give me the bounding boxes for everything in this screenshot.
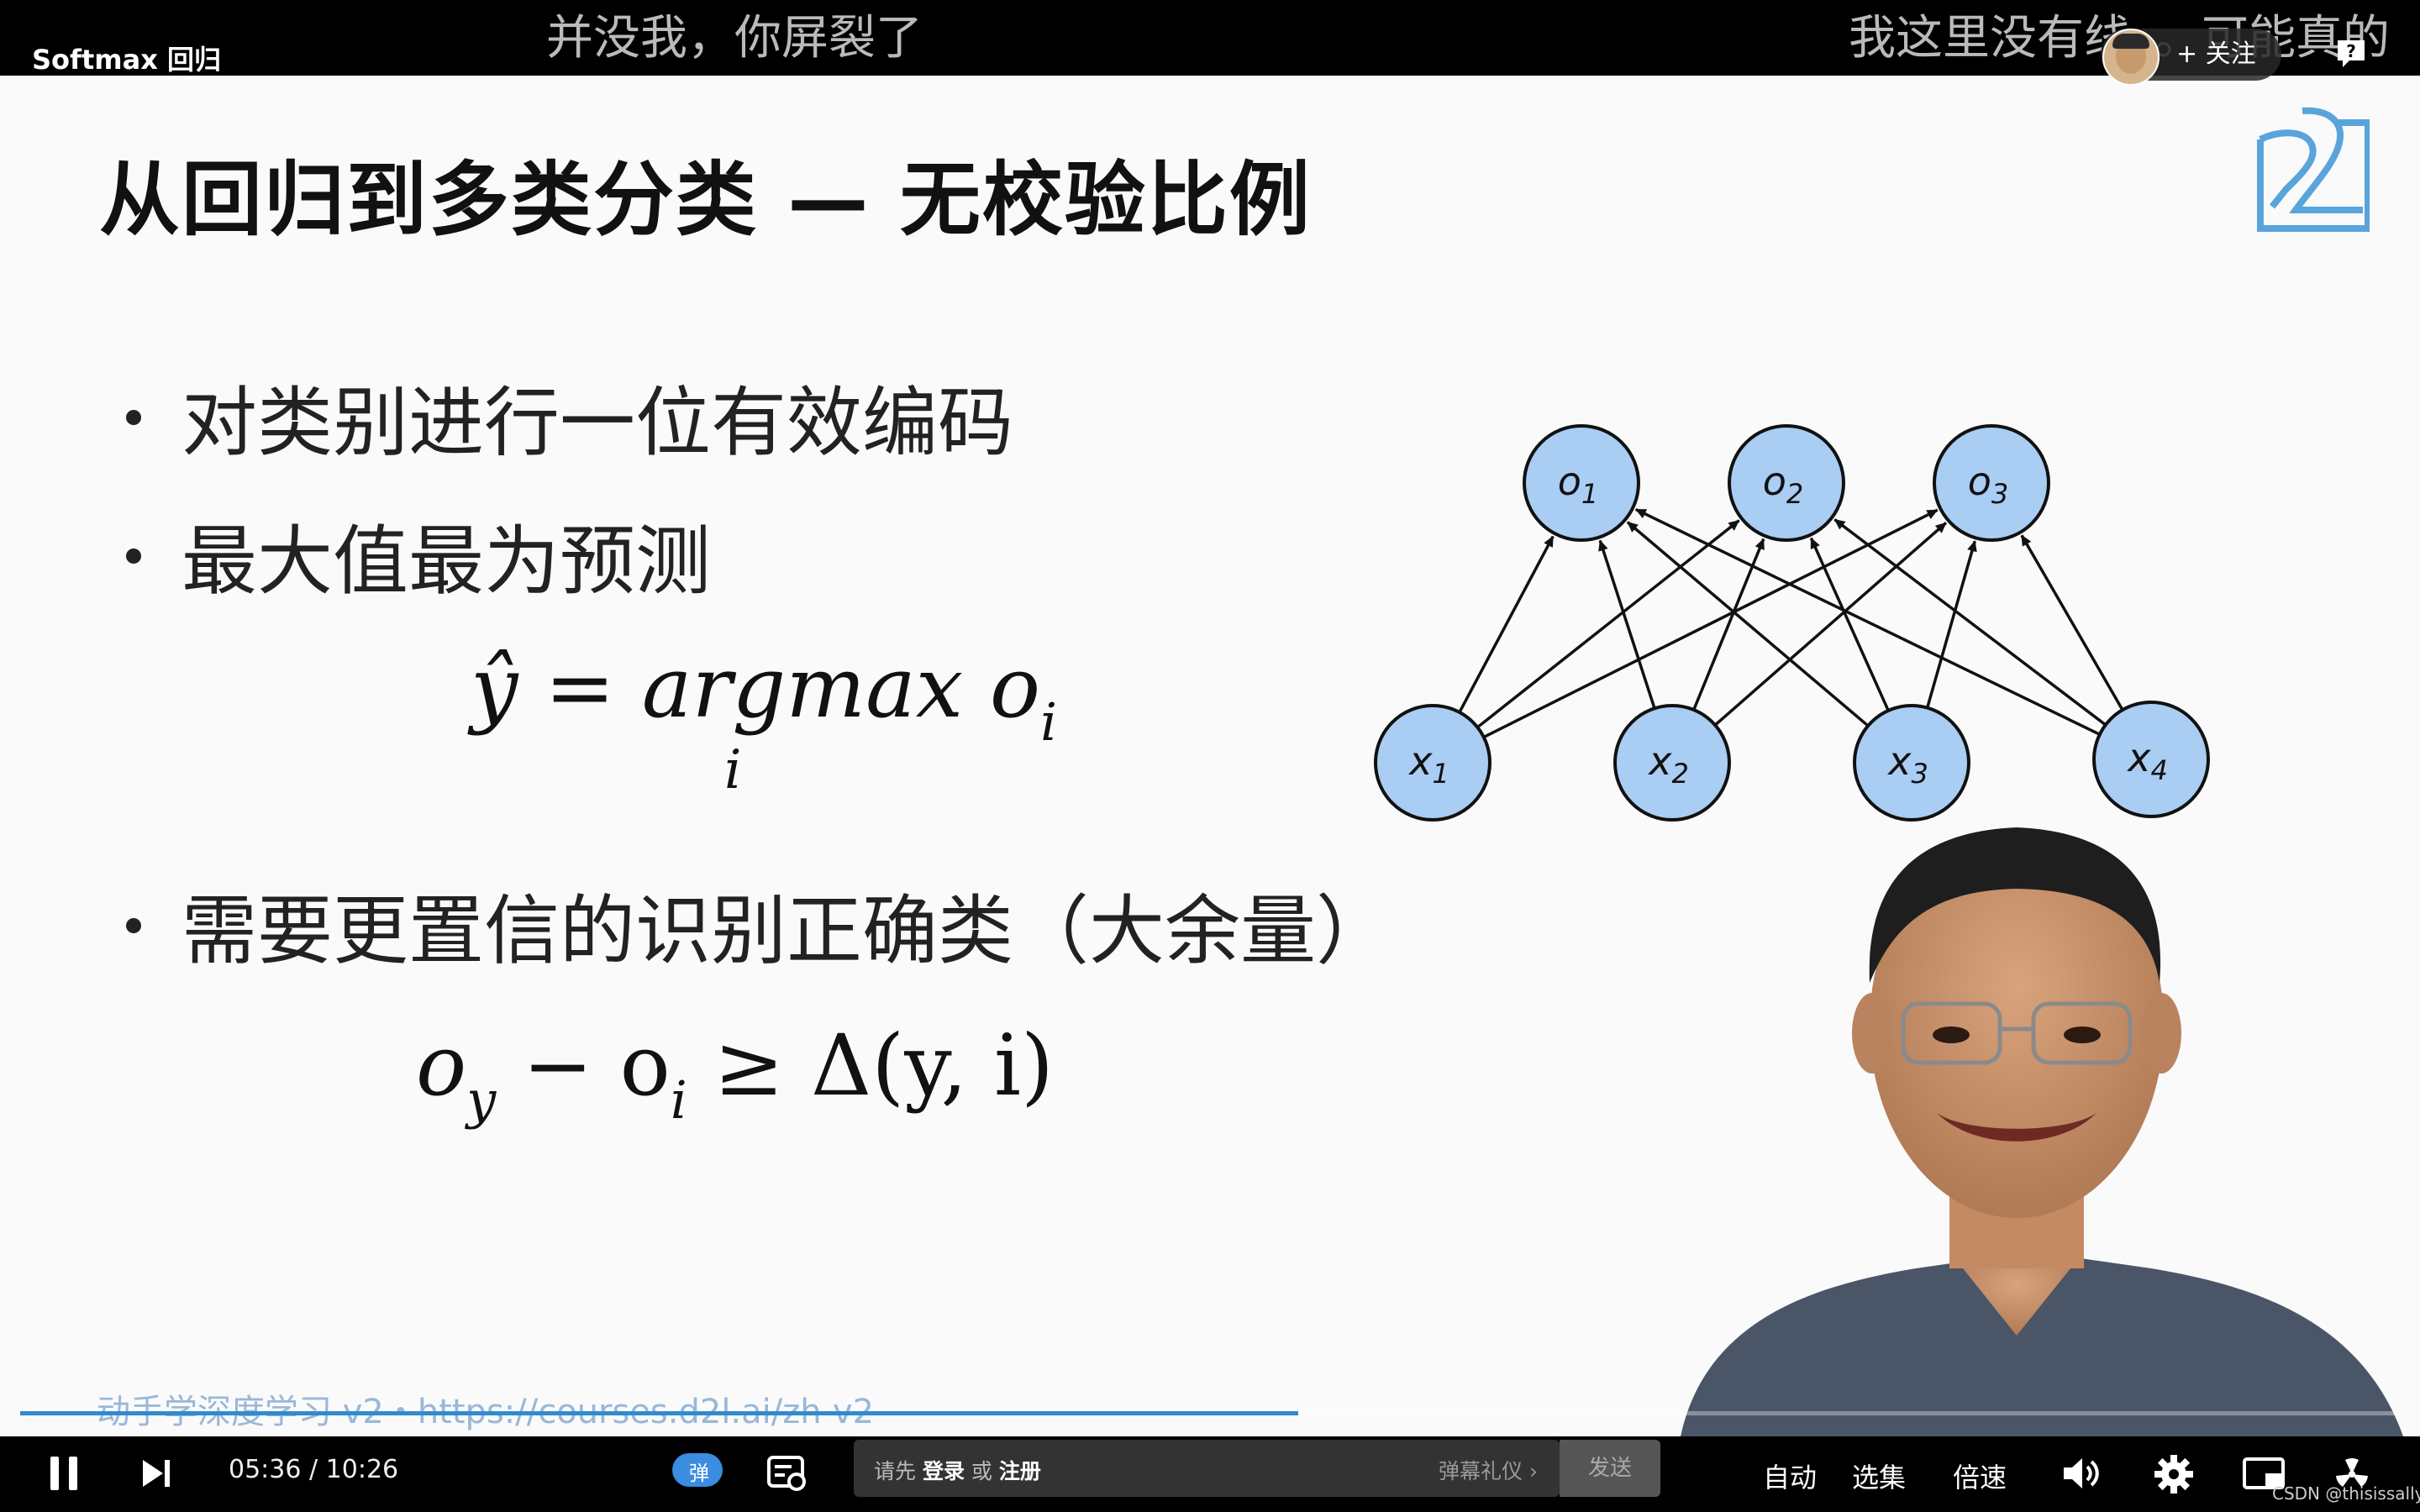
feedback-icon[interactable]: ?	[2334, 37, 2368, 71]
formula-term: o	[416, 1016, 467, 1115]
top-bar: 并没我，你屏裂了 我这里没有线。。可能真的 Softmax 回归 + 关注 ?	[0, 0, 2420, 86]
danmaku-placeholder: 请先 登录 或 注册	[874, 1455, 1041, 1485]
speed-button[interactable]: 倍速	[1953, 1462, 2007, 1494]
output-node: o3	[1933, 424, 2050, 542]
placeholder-prefix: 请先	[874, 1459, 923, 1483]
output-node: o2	[1728, 424, 1845, 542]
picture-in-picture-icon[interactable]	[2242, 1457, 2287, 1492]
d2l-logo-icon	[2257, 107, 2370, 232]
settings-gear-icon[interactable]	[2153, 1453, 2195, 1495]
login-link[interactable]: 登录	[922, 1459, 965, 1483]
follow-button[interactable]: + 关注	[2176, 39, 2256, 69]
network-edge	[1692, 538, 1765, 711]
pause-icon[interactable]	[47, 1453, 81, 1494]
placeholder-or: 或	[964, 1459, 999, 1483]
svg-text:o2: o2	[1763, 459, 1804, 510]
svg-text:o3: o3	[1968, 459, 2009, 510]
network-edge	[1626, 521, 1870, 727]
danmaku-settings-icon[interactable]	[766, 1453, 808, 1492]
network-edge	[1925, 540, 1977, 709]
formula-sub: i	[670, 1069, 687, 1131]
margin-formula: oy − oi ≥ Δ(y, i)	[416, 1016, 1055, 1131]
network-edge	[1833, 518, 2107, 727]
current-time: 05:36	[229, 1455, 302, 1484]
course-link[interactable]: 动手学深度学习 v2・https://courses.d2l.ai/zh-v2	[97, 1393, 875, 1431]
time-display: 05:36 / 10:26	[229, 1455, 398, 1484]
bullet-text: 最大值最为预测	[182, 517, 711, 606]
bullet-dot	[126, 549, 141, 564]
formula-term: − o	[496, 1016, 671, 1115]
bullet-item: 需要更置信的识别正确类（大余量）	[126, 869, 1392, 979]
send-button[interactable]: 发送	[1560, 1440, 1660, 1497]
svg-text:x3: x3	[1886, 738, 1928, 790]
network-edge	[2020, 534, 2124, 711]
formula-sub: i	[1040, 691, 1057, 753]
input-node: x2	[1613, 704, 1731, 822]
input-node: x1	[1374, 704, 1491, 822]
register-link[interactable]: 注册	[998, 1459, 1041, 1483]
volume-icon[interactable]	[2060, 1455, 2101, 1492]
network-edge	[1713, 522, 1948, 727]
next-icon[interactable]	[139, 1457, 173, 1490]
svg-text:x4: x4	[2126, 735, 2168, 786]
bullet-dot	[126, 410, 141, 426]
softmax-network-diagram: o1 o2 o3 x1 x2 x3 x4	[1374, 424, 2210, 822]
bullet-text: 对类别进行一位有效编码	[182, 379, 1013, 467]
argmax-formula: ŷ = argmax oi	[471, 638, 1057, 753]
control-bar: 05:36 / 10:26 弹 请先 登录 或 注册 弹幕礼仪 › 发送 自动 …	[0, 1436, 2420, 1512]
presenter-video	[1681, 827, 2403, 1436]
svg-text:x2: x2	[1647, 738, 1689, 790]
danmaku-toggle[interactable]: 弹	[672, 1453, 723, 1487]
network-edge	[1483, 508, 1939, 739]
progress-fill[interactable]	[20, 1411, 1298, 1415]
formula-main: ŷ = argmax o	[471, 638, 1041, 737]
fullscreen-icon[interactable]	[2331, 1453, 2373, 1495]
network-edge	[1634, 507, 2101, 736]
episodes-button[interactable]: 选集	[1852, 1462, 1907, 1494]
network-edges	[1458, 507, 2124, 739]
network-edge	[1809, 537, 1890, 711]
input-node: x4	[2092, 701, 2210, 818]
duration: 10:26	[325, 1455, 399, 1484]
danmaku-etiquette-link[interactable]: 弹幕礼仪 ›	[1439, 1459, 1538, 1483]
slide-title: 从回归到多类分类 — 无校验比例	[99, 153, 1312, 247]
network-edge	[1598, 539, 1656, 709]
video-title: Softmax 回归	[32, 44, 221, 76]
avatar[interactable]	[2102, 29, 2160, 86]
network-edge	[1476, 519, 1740, 729]
svg-text:?: ?	[2346, 41, 2356, 61]
autoplay-button[interactable]: 自动	[1763, 1462, 1818, 1494]
svg-text:o1: o1	[1558, 459, 1599, 510]
bullet-text: 需要更置信的识别正确类（大余量）	[182, 887, 1392, 975]
danmaku-input[interactable]: 请先 登录 或 注册 弹幕礼仪 › 发送	[854, 1440, 1660, 1497]
formula-under: i	[724, 739, 742, 801]
slide: 从回归到多类分类 — 无校验比例 对类别进行一位有效编码 最大值最为预测 ŷ =…	[0, 76, 2420, 1436]
bullet-dot	[126, 918, 141, 934]
network-edge	[1458, 535, 1555, 713]
svg-text:x1: x1	[1407, 738, 1449, 790]
output-node: o1	[1523, 424, 1640, 542]
input-node: x3	[1853, 704, 1970, 822]
time-separator: /	[309, 1455, 318, 1484]
danmaku-comment: 并没我，你屏裂了	[546, 11, 923, 66]
network-nodes: o1 o2 o3 x1 x2 x3 x4	[1374, 424, 2210, 822]
bullet-item: 最大值最为预测	[126, 500, 711, 609]
formula-sub: y	[466, 1069, 497, 1131]
formula-term: ≥ Δ(y, i)	[687, 1016, 1055, 1115]
danmaku-toggle-label: 弹	[689, 1462, 709, 1485]
bullet-item: 对类别进行一位有效编码	[126, 361, 1013, 470]
watermark: CSDN @thisissally	[2272, 1483, 2420, 1504]
